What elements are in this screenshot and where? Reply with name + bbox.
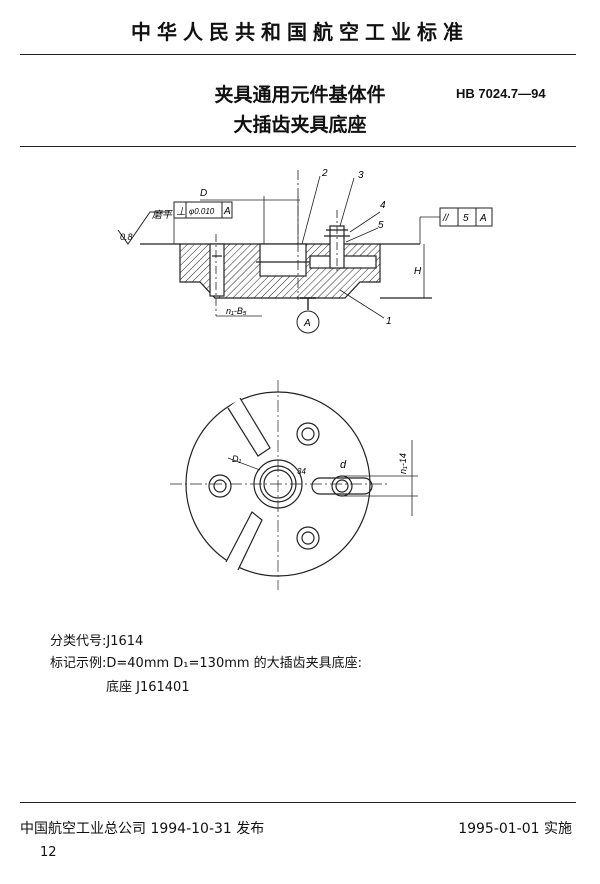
title-line-2: 大插齿夹具底座 <box>233 114 367 136</box>
surface-finish-value: 0.8 <box>120 232 133 242</box>
footer-rule <box>20 802 576 803</box>
dimension-D: D <box>200 188 207 199</box>
title-rule <box>20 146 576 147</box>
dimension-H: H <box>414 266 422 277</box>
parallel-symbol: // <box>442 213 450 224</box>
classification-code: 分类代号:J1614 <box>50 634 144 649</box>
label-d: d <box>340 459 347 471</box>
publisher-date: 中国航空工业总公司 1994-10-31 发布 <box>20 821 265 837</box>
section-view <box>117 170 493 334</box>
perpendicular-symbol: ⊥ <box>176 206 186 218</box>
part-label-4: 4 <box>380 200 386 211</box>
document-title: 夹具通用元件基体件 大插齿夹具底座 <box>0 80 600 140</box>
marking-example-code: 底座 J161401 <box>106 680 190 695</box>
page-number: 12 <box>40 845 57 860</box>
label-34: 34 <box>297 467 306 476</box>
dimension-bottom: n₁-B₅ <box>226 306 247 316</box>
title-line-1: 夹具通用元件基体件 <box>214 84 386 106</box>
plan-view <box>170 380 418 590</box>
marking-example: 标记示例:D=40mm D₁=130mm 的大插齿夹具底座: <box>50 656 363 671</box>
effective-date: 1995-01-01 实施 <box>458 821 572 837</box>
datum-A-label: A <box>303 318 311 329</box>
label-D1: D₁ <box>232 454 241 464</box>
part-label-1: 1 <box>386 316 392 327</box>
part-label-5: 5 <box>378 220 384 231</box>
standard-code: HB 7024.7—94 <box>456 86 546 101</box>
parallel-value: 5 <box>463 213 469 224</box>
part-label-3: 3 <box>358 170 364 181</box>
parallel-datum: A <box>479 213 487 224</box>
tolerance-value: φ0.010 <box>189 207 215 216</box>
surface-note: 磨平 <box>152 209 173 221</box>
tolerance-datum: A <box>223 206 231 217</box>
standard-title: 中华人民共和国航空工业标准 <box>131 20 469 44</box>
label-n14: n₁-14 <box>398 453 408 474</box>
header-rule <box>20 54 576 55</box>
part-label-2: 2 <box>321 168 328 179</box>
